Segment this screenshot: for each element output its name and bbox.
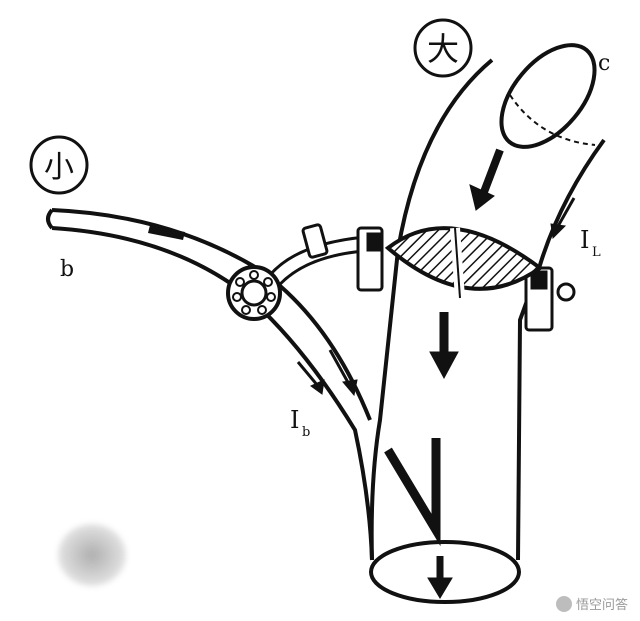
top-opening-dashed bbox=[509, 94, 596, 146]
arrow-bottom bbox=[427, 556, 453, 599]
label-current-large: I bbox=[580, 226, 589, 254]
ring-valve bbox=[226, 265, 282, 321]
label-b: b bbox=[60, 257, 74, 282]
label-large: 大 bbox=[427, 30, 459, 68]
v-mark bbox=[384, 438, 441, 547]
small-vessel-arrow-upper bbox=[148, 225, 185, 240]
arrow-middle bbox=[429, 312, 459, 380]
watermark-text: 悟空问答 bbox=[575, 598, 628, 613]
current-arrow-large bbox=[550, 197, 576, 240]
bottom-opening bbox=[369, 540, 521, 604]
label-current-large-sub: L bbox=[592, 245, 601, 260]
label-circle-small: 小 bbox=[29, 135, 89, 195]
label-circle-large: 大 bbox=[413, 18, 473, 78]
watermark: 悟空问答 bbox=[555, 594, 628, 613]
clamp-small bbox=[301, 223, 329, 259]
label-current-small: I bbox=[290, 406, 299, 434]
clamp-left bbox=[356, 226, 384, 292]
hatched-cross-section bbox=[384, 226, 544, 299]
watermark-logo-icon bbox=[555, 595, 572, 612]
label-current-small-sub: b bbox=[302, 425, 310, 440]
label-c: c bbox=[598, 51, 610, 76]
current-arrow-small bbox=[296, 361, 325, 395]
blurred-region bbox=[58, 524, 126, 586]
clamp-right bbox=[524, 266, 576, 332]
arrow-top bbox=[469, 148, 504, 211]
label-small: 小 bbox=[44, 150, 74, 185]
small-vessel-arrow-lower bbox=[328, 349, 358, 397]
